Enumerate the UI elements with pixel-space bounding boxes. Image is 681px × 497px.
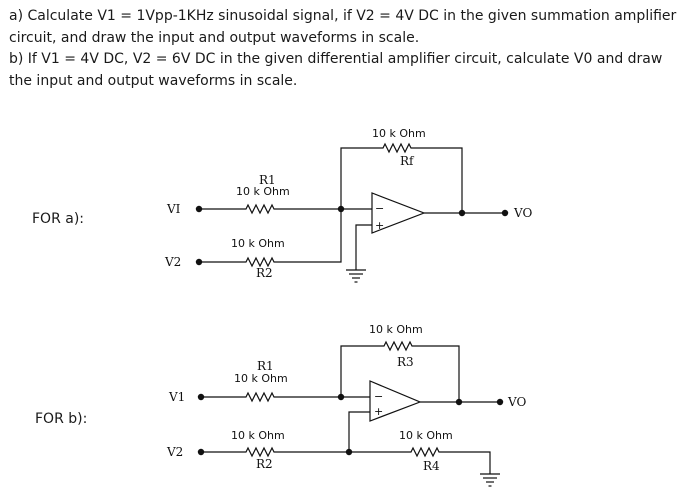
vo-terminal-b — [496, 398, 504, 406]
label-for-b: FOR b): — [35, 411, 88, 427]
r1-resistor-a — [199, 203, 341, 215]
r4-name-b: R4 — [423, 459, 440, 473]
wire-noninv-ground-a — [355, 224, 372, 270]
ground-icon — [346, 269, 366, 283]
opamp-plus-b: + — [374, 405, 383, 418]
ground-icon — [480, 473, 500, 487]
r1-value-a: 10 k Ohm — [236, 185, 290, 198]
vo-label-a: VO — [513, 206, 532, 220]
v1-label-a: VI — [166, 202, 181, 216]
opamp-minus-a: − — [375, 202, 384, 215]
r4-value-b: 10 k Ohm — [399, 429, 453, 442]
question-part-b: b) If V1 = 4V DC, V2 = 6V DC in the give… — [9, 51, 663, 89]
r3-resistor-b — [340, 340, 460, 402]
r1-resistor-b — [201, 391, 370, 403]
r2-r4-resistors-b — [201, 446, 491, 474]
r1-value-b: 10 k Ohm — [234, 372, 288, 385]
question-part-a: a) Calculate V1 = 1Vpp-1KHz sinusoidal s… — [9, 8, 677, 46]
r2-value-b: 10 k Ohm — [231, 429, 285, 442]
r2-resistor-a — [199, 209, 342, 268]
r3-value-b: 10 k Ohm — [369, 323, 423, 336]
vo-label-b: VO — [507, 395, 526, 409]
r2-value-a: 10 k Ohm — [231, 237, 285, 250]
v2-label-a: V2 — [164, 255, 181, 269]
circuit-b: V1 V2 R1 10 k Ohm 10 k Ohm R3 − + 10 k O… — [166, 323, 526, 487]
opamp-b — [369, 380, 422, 422]
v1-label-b: V1 — [168, 390, 185, 404]
label-for-a: FOR a): — [32, 211, 85, 227]
circuit-a: VI V2 R1 10 k Ohm 10 k Ohm R2 10 k Ohm R… — [164, 127, 532, 283]
v2-label-b: V2 — [166, 445, 183, 459]
junction-output-b — [455, 398, 463, 406]
r2-name-a: R2 — [256, 266, 273, 280]
r1-name-b: R1 — [257, 359, 274, 373]
vo-terminal-a — [501, 209, 509, 217]
junction-output-a — [458, 209, 466, 217]
wire-noninv-input-b — [348, 411, 370, 452]
rf-resistor-a — [340, 142, 463, 212]
opamp-plus-a: + — [375, 219, 384, 232]
question-text: a) Calculate V1 = 1Vpp-1KHz sinusoidal s… — [9, 6, 677, 92]
opamp-minus-b: − — [374, 390, 383, 403]
r3-name-b: R3 — [397, 355, 414, 369]
r2-name-b: R2 — [256, 457, 273, 471]
opamp-a — [371, 192, 426, 234]
rf-name-a: Rf — [400, 154, 415, 168]
junction-noninverting-b — [345, 448, 353, 456]
rf-value-a: 10 k Ohm — [372, 127, 426, 140]
r1-name-a: R1 — [259, 173, 276, 187]
